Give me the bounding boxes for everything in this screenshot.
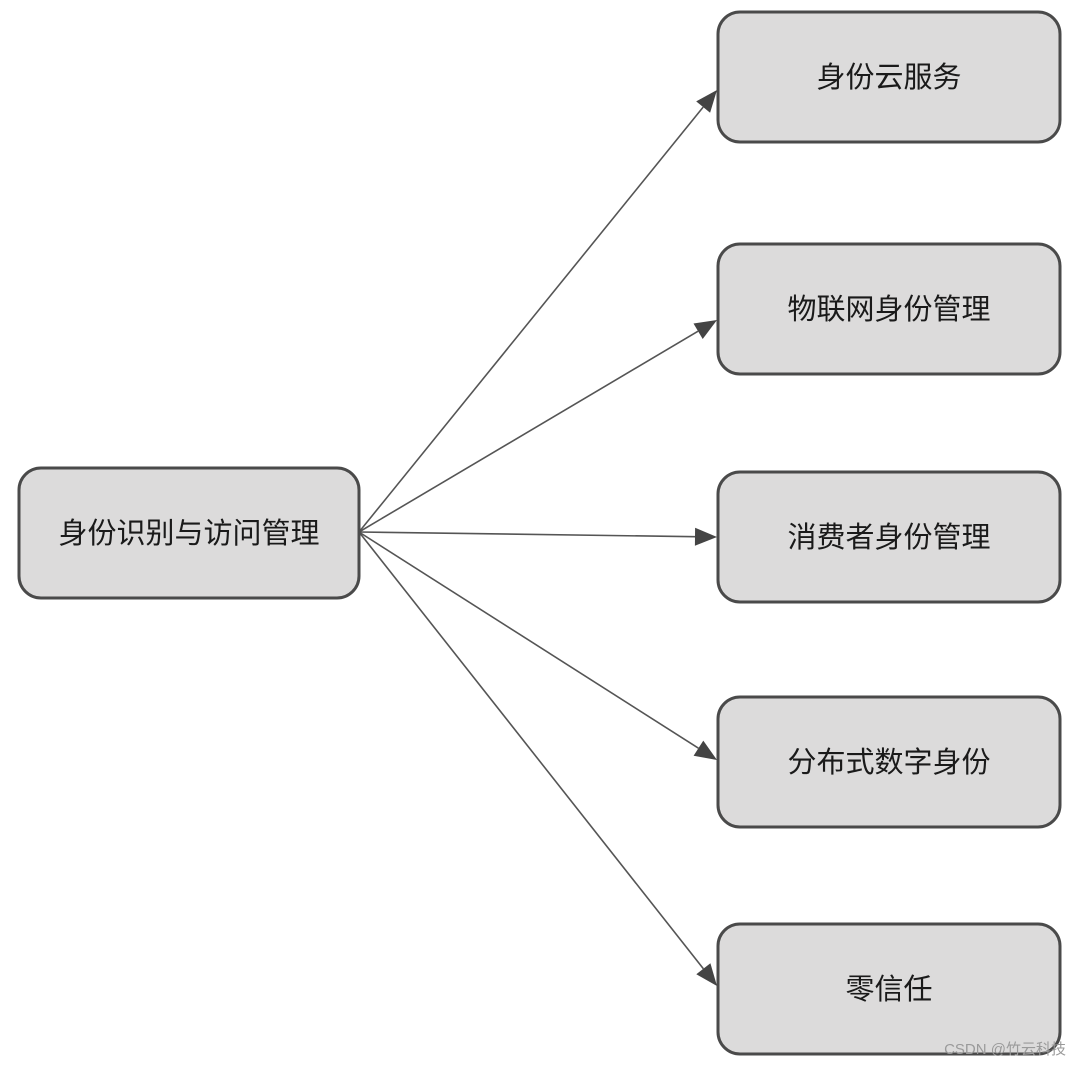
child-node-2: 物联网身份管理: [716, 242, 1062, 376]
edge-root-to-child-2: [358, 330, 699, 533]
root-node-box: [17, 466, 361, 600]
child-node-5-label: 零信任: [845, 972, 932, 1006]
arrow-head-3: [694, 527, 717, 546]
child-node-2-box: [716, 242, 1062, 376]
child-node-3-label: 消费者身份管理: [787, 520, 990, 554]
arrow-head-4: [693, 740, 717, 760]
edge-root-to-child-3: [358, 531, 696, 538]
root-node-label: 身份识别与访问管理: [58, 516, 319, 550]
child-node-2-label: 物联网身份管理: [787, 292, 990, 326]
edges-layer: [358, 90, 717, 986]
child-node-5-box: [716, 922, 1062, 1056]
arrow-head-1: [696, 90, 717, 113]
watermark: CSDN @竹云科技: [944, 1041, 1066, 1058]
child-node-4: 分布式数字身份: [716, 695, 1062, 829]
root-node: 身份识别与访问管理: [17, 466, 361, 600]
child-node-3-box: [716, 470, 1062, 604]
child-node-4-label: 分布式数字身份: [787, 745, 990, 779]
edge-root-to-child-5: [358, 531, 705, 970]
arrow-head-5: [696, 963, 717, 986]
child-node-5: 零信任: [716, 922, 1062, 1056]
arrow-head-2: [693, 320, 717, 339]
child-node-1-box: [716, 10, 1062, 144]
child-node-1-label: 身份云服务: [816, 60, 961, 94]
child-node-3: 消费者身份管理: [716, 470, 1062, 604]
child-node-1: 身份云服务: [716, 10, 1062, 144]
child-node-4-box: [716, 695, 1062, 829]
edge-root-to-child-1: [358, 106, 704, 533]
edge-root-to-child-4: [358, 531, 699, 749]
